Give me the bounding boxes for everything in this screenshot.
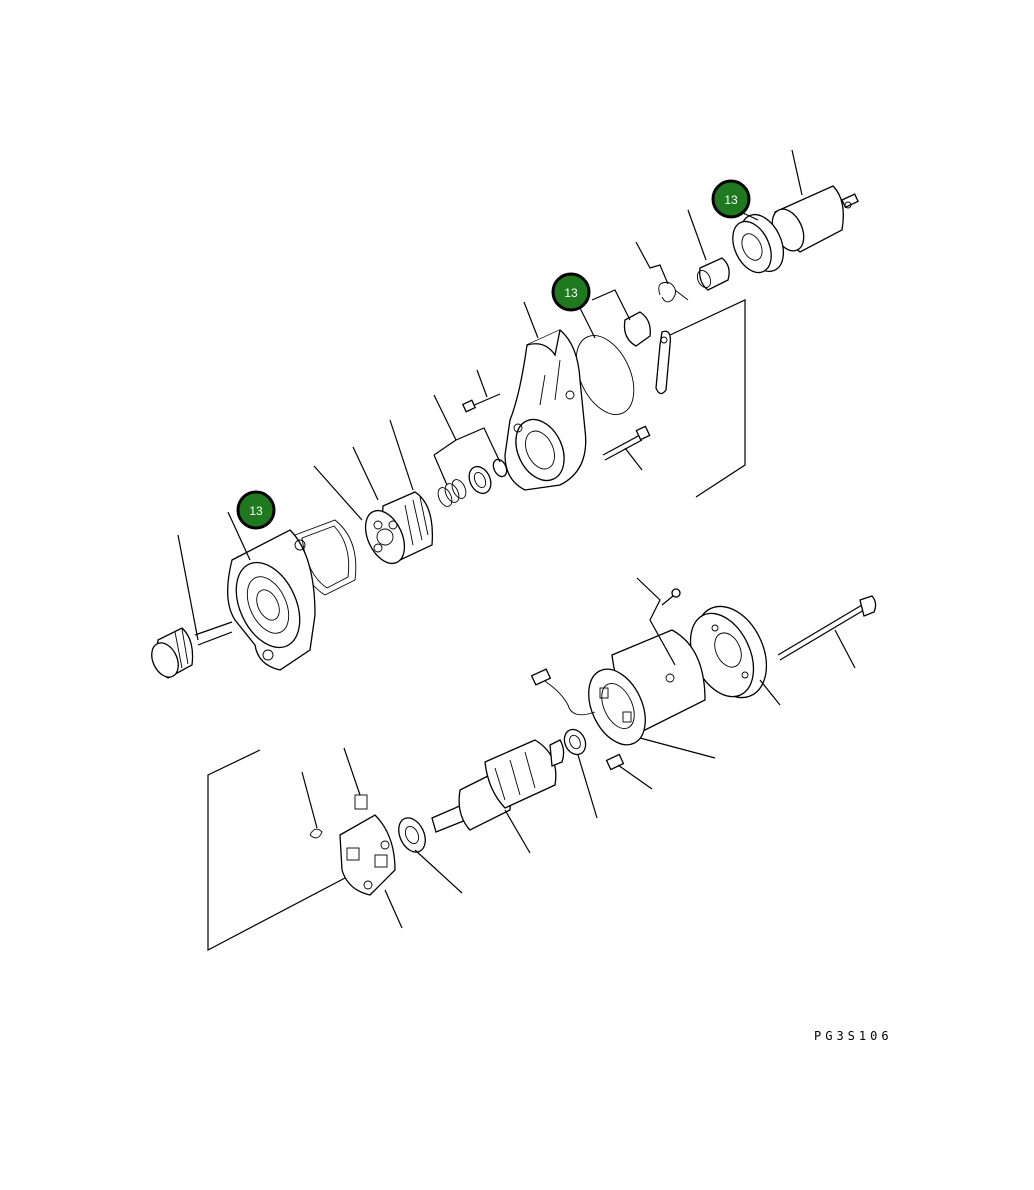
screw[interactable] bbox=[661, 588, 681, 606]
bearing-set[interactable] bbox=[465, 457, 509, 497]
rear-bearing[interactable] bbox=[560, 726, 589, 758]
leader-front-bearing bbox=[414, 849, 463, 894]
leader-brush-holder-2 bbox=[384, 889, 403, 929]
leader-solenoid bbox=[791, 149, 803, 196]
leader-bearing-set-2 bbox=[433, 454, 448, 486]
leader-gasket bbox=[313, 465, 363, 521]
marker-13-left[interactable]: 13 bbox=[236, 490, 276, 530]
yoke-field-coil[interactable] bbox=[577, 629, 706, 754]
lead-wire[interactable] bbox=[530, 668, 596, 716]
marker-circle bbox=[711, 179, 751, 219]
bracket-line-lower bbox=[207, 749, 346, 951]
leader-plunger bbox=[687, 209, 707, 261]
marker-label: 13 bbox=[564, 286, 578, 300]
leader-brush-spring bbox=[301, 771, 318, 829]
leader-clip bbox=[635, 241, 669, 285]
leader-clutch-gear bbox=[389, 419, 414, 491]
marker-circle bbox=[551, 272, 591, 312]
leader-drive-housing bbox=[523, 301, 539, 339]
leader-rubber-block bbox=[591, 289, 631, 321]
marker-label: 13 bbox=[724, 193, 738, 207]
bracket-line-upper bbox=[669, 299, 746, 498]
rear-end-cover[interactable] bbox=[678, 595, 780, 709]
drive-housing[interactable] bbox=[504, 329, 587, 491]
marker-circle bbox=[236, 490, 276, 530]
housing-bolt-small[interactable] bbox=[461, 393, 501, 413]
armature[interactable] bbox=[431, 739, 565, 833]
marker-13-top[interactable]: 13 bbox=[711, 179, 751, 219]
leader-yoke bbox=[639, 737, 716, 759]
leader-rear-bearing bbox=[577, 754, 598, 819]
spring-clip[interactable] bbox=[658, 282, 689, 303]
leader-plate bbox=[742, 212, 759, 221]
brush[interactable] bbox=[605, 753, 625, 771]
brush-holder[interactable] bbox=[339, 794, 396, 896]
front-bearing[interactable] bbox=[394, 814, 431, 857]
solenoid-switch[interactable] bbox=[766, 185, 859, 256]
leader-armature bbox=[504, 809, 531, 854]
spring[interactable] bbox=[435, 477, 468, 508]
plunger[interactable] bbox=[695, 257, 730, 291]
shift-lever[interactable] bbox=[655, 330, 671, 395]
leader-bearing-set-3 bbox=[433, 439, 457, 456]
overrunning-clutch[interactable] bbox=[358, 491, 434, 570]
leader-brush bbox=[617, 764, 653, 790]
leader-brush-holder bbox=[343, 747, 361, 796]
rubber-block[interactable] bbox=[623, 311, 651, 347]
through-bolt[interactable] bbox=[777, 595, 877, 661]
leader-through-bolt bbox=[834, 629, 856, 669]
leader-front-cover bbox=[227, 511, 251, 561]
marker-13-middle[interactable]: 13 bbox=[551, 272, 591, 312]
leader-o-ring bbox=[579, 307, 596, 339]
leader-rear-cover bbox=[759, 679, 781, 706]
o-ring[interactable] bbox=[565, 326, 646, 423]
leader-clutch bbox=[352, 446, 379, 501]
front-cover[interactable] bbox=[224, 529, 316, 671]
brush-spring[interactable] bbox=[309, 828, 323, 839]
leader-bolt-long bbox=[624, 447, 643, 471]
pinion-gear[interactable] bbox=[147, 621, 233, 681]
solenoid-plate[interactable] bbox=[725, 208, 792, 279]
leader-bolt-small bbox=[476, 369, 488, 398]
marker-label: 13 bbox=[249, 504, 263, 518]
reference-code: PG3S106 bbox=[814, 1029, 893, 1043]
housing-bolt-long[interactable] bbox=[602, 425, 651, 461]
leader-screw bbox=[636, 577, 676, 666]
leader-bearing-set bbox=[433, 394, 501, 463]
leader-pinion bbox=[177, 534, 199, 641]
